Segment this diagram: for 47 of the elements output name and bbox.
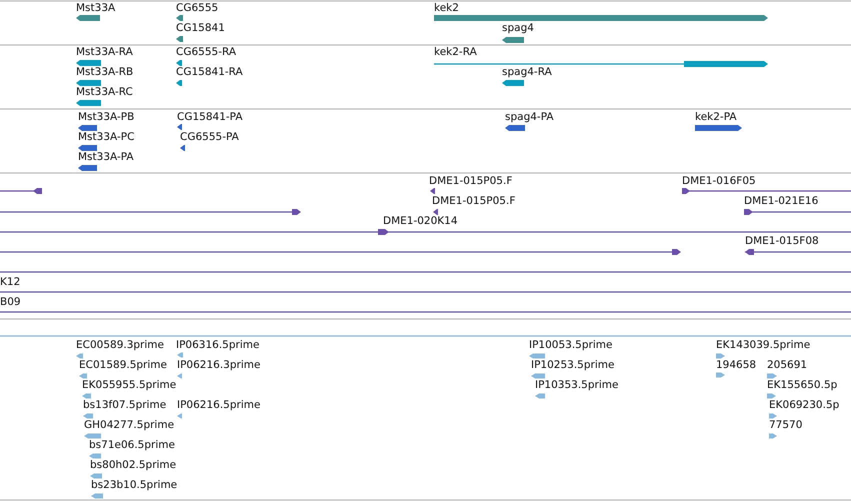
feature-label: IP06316.5prime [176,339,260,352]
feature-label: CG15841 [176,22,225,35]
feature-label: Mst33A-PB [78,111,134,124]
feature-label: DME1-015P05.F [429,175,512,188]
feature-label: CG15841-RA [176,66,243,79]
feature-label: bs80h02.5prime [90,459,176,472]
feature-label: Mst33A-RB [76,66,134,79]
feature-label: IP06216.3prime [177,359,260,372]
feature-label: B09 [0,296,21,309]
feature-label: EK155650.5p [767,379,838,392]
feature-label: DME1-015P05.F [432,195,516,208]
feature-label: EC00589.3prime [76,339,164,352]
feature-label: bs71e06.5prime [89,439,175,452]
feature-label: DME1-021E16 [744,195,818,208]
feature-label: K12 [0,276,20,289]
feature-label: IP10253.5prime [531,359,614,372]
feature-label: kek2-RA [434,46,477,59]
feature-label: Mst33A-PC [78,131,134,144]
feature-label: Mst33A-PA [78,151,134,164]
feature-label: CG6555-PA [180,131,239,144]
feature-label: GH04277.5prime [84,419,174,432]
feature-label: EK143039.5prime [716,339,810,352]
feature-label: kek2 [434,2,459,15]
feature-label: CG15841-PA [177,111,243,124]
feature-label: DME1-015F08 [745,235,819,248]
feature-label: IP06216.5prime [177,399,260,412]
feature-label: EC01589.5prime [79,359,167,372]
feature-label: spag4-PA [505,111,554,124]
feature-label: DME1-020K14 [383,215,458,228]
feature-label: EK069230.5p [769,399,840,412]
feature-label: EK055955.5prime [82,379,176,392]
feature-label: spag4-RA [502,66,552,79]
feature-label: IP10053.5prime [529,339,612,352]
feature-label: Mst33A-RC [76,86,133,99]
feature-label: Mst33A-RA [76,46,133,59]
feature-label: kek2-PA [695,111,737,124]
feature-label: CG6555 [176,2,218,15]
feature-label: 194658 [716,359,756,372]
feature-label: bs13f07.5prime [83,399,166,412]
feature-label: CG6555-RA [176,46,236,59]
feature-label: DME1-016F05 [682,175,756,188]
feature-label: IP10353.5prime [535,379,618,392]
feature-label: bs23b10.5prime [91,479,178,492]
feature-label: 77570 [769,419,802,432]
feature-label: spag4 [502,22,534,35]
feature-label: 205691 [767,359,808,372]
feature-label: Mst33A [76,2,116,15]
